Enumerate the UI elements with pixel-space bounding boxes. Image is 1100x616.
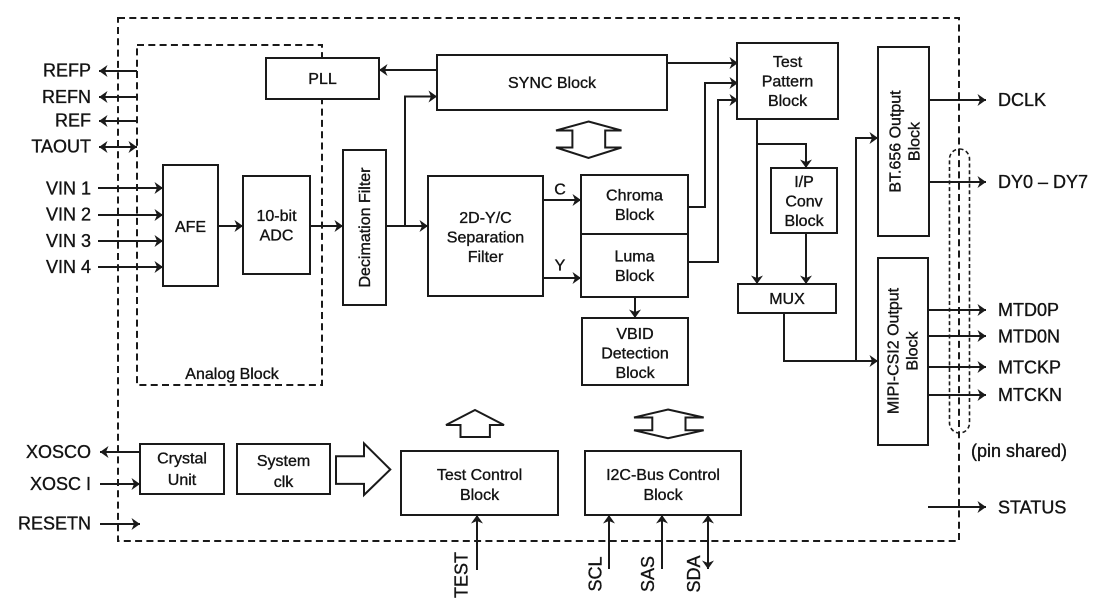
svg-text:TAOUT: TAOUT: [31, 137, 91, 157]
svg-text:VIN 4: VIN 4: [46, 257, 91, 277]
svg-text:Pattern: Pattern: [762, 74, 814, 91]
svg-text:Block: Block: [643, 487, 683, 504]
svg-text:Block: Block: [768, 93, 808, 110]
svg-text:Decimation Filter: Decimation Filter: [357, 167, 374, 288]
svg-text:SDA: SDA: [684, 555, 704, 592]
svg-text:Block: Block: [615, 268, 655, 285]
svg-text:STATUS: STATUS: [998, 498, 1066, 518]
svg-text:Luma: Luma: [614, 249, 654, 266]
svg-text:Block: Block: [615, 365, 655, 382]
svg-text:AFE: AFE: [175, 219, 206, 236]
svg-text:I/P: I/P: [794, 174, 814, 191]
svg-text:RESETN: RESETN: [18, 514, 91, 534]
svg-text:Block: Block: [907, 121, 924, 161]
svg-text:ADC: ADC: [260, 228, 294, 245]
svg-text:MTD0P: MTD0P: [998, 300, 1059, 320]
svg-text:(pin shared): (pin shared): [971, 441, 1067, 461]
svg-text:C: C: [554, 182, 566, 199]
svg-text:Separation: Separation: [447, 230, 524, 247]
svg-text:DCLK: DCLK: [998, 90, 1046, 110]
svg-text:XOSC I: XOSC I: [30, 474, 91, 494]
svg-text:PLL: PLL: [308, 71, 337, 88]
svg-text:VIN 1: VIN 1: [46, 179, 91, 199]
svg-text:Filter: Filter: [468, 249, 504, 266]
svg-text:MIPI-CSI2 Output: MIPI-CSI2 Output: [886, 287, 903, 414]
svg-text:REFN: REFN: [42, 87, 91, 107]
svg-text:Detection: Detection: [601, 346, 669, 363]
svg-text:Crystal: Crystal: [157, 451, 207, 468]
svg-text:VIN 2: VIN 2: [46, 205, 91, 225]
svg-text:SYNC Block: SYNC Block: [508, 75, 597, 92]
svg-text:System: System: [257, 453, 310, 470]
svg-text:SCL: SCL: [586, 556, 606, 591]
svg-text:REF: REF: [55, 111, 91, 131]
svg-text:SAS: SAS: [638, 556, 658, 592]
svg-text:Y: Y: [555, 258, 566, 275]
svg-text:BT.656 Output: BT.656 Output: [888, 90, 905, 193]
svg-text:REFP: REFP: [43, 61, 91, 81]
svg-text:DY0 – DY7: DY0 – DY7: [998, 172, 1088, 192]
svg-text:Analog Block: Analog Block: [185, 366, 279, 383]
svg-text:XOSCO: XOSCO: [26, 442, 91, 462]
svg-text:Test Control: Test Control: [437, 467, 522, 484]
svg-text:2D-Y/C: 2D-Y/C: [459, 210, 511, 227]
svg-text:TEST: TEST: [452, 552, 472, 598]
svg-text:MTCKN: MTCKN: [998, 385, 1062, 405]
svg-text:Block: Block: [615, 207, 655, 224]
svg-text:10-bit: 10-bit: [256, 208, 297, 225]
svg-text:clk: clk: [274, 474, 295, 491]
svg-text:Block: Block: [784, 213, 824, 230]
svg-text:Block: Block: [905, 330, 922, 370]
svg-text:Conv: Conv: [785, 194, 822, 211]
svg-text:Block: Block: [460, 487, 500, 504]
svg-text:MUX: MUX: [769, 291, 805, 308]
svg-text:MTCKP: MTCKP: [998, 358, 1061, 378]
svg-text:MTD0N: MTD0N: [998, 327, 1060, 347]
svg-text:Unit: Unit: [168, 472, 197, 489]
svg-text:I2C-Bus Control: I2C-Bus Control: [606, 467, 720, 484]
svg-text:Test: Test: [773, 54, 803, 71]
svg-text:VIN 3: VIN 3: [46, 231, 91, 251]
svg-text:VBID: VBID: [616, 326, 653, 343]
svg-text:Chroma: Chroma: [606, 188, 663, 205]
